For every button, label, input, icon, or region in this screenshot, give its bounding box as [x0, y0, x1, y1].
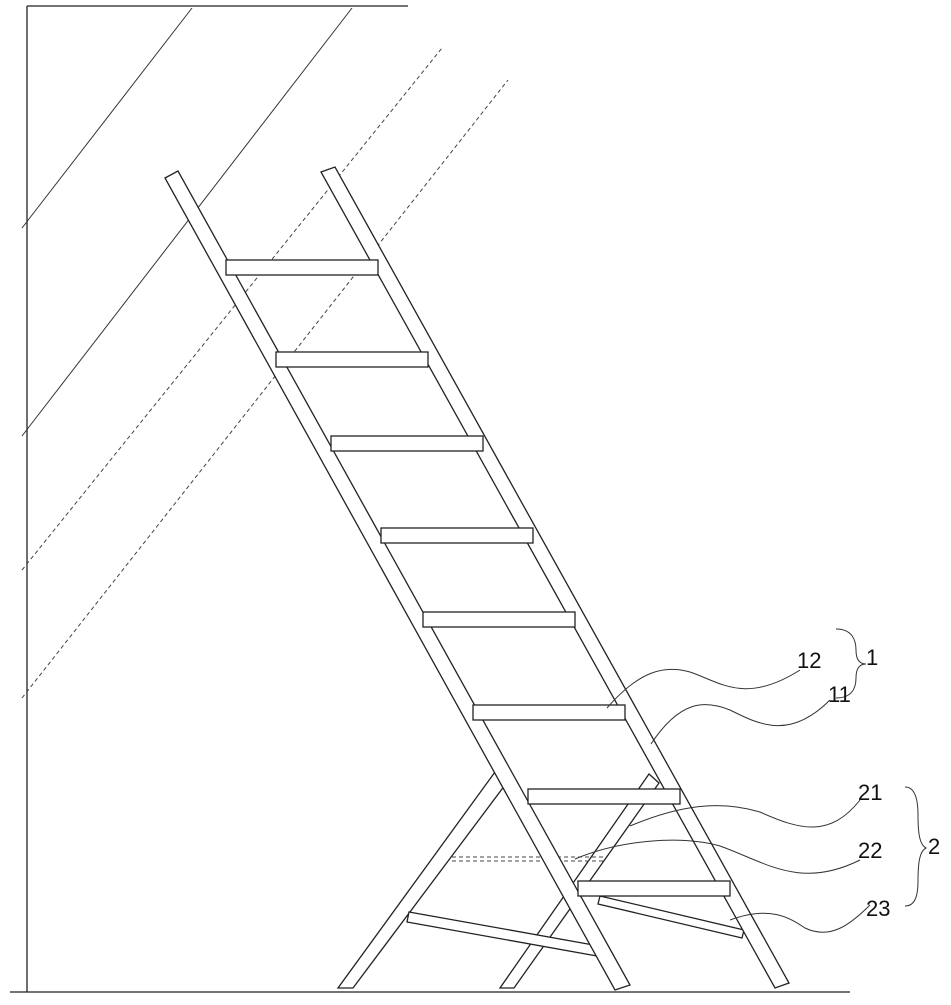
step-plate [380, 527, 534, 544]
hatch-line [21, 7, 353, 437]
wall-hatching [21, 7, 509, 699]
brace-group-2 [904, 786, 928, 907]
label-21: 21 [858, 780, 882, 805]
label-1: 1 [866, 645, 878, 670]
hatch-dashed-line [21, 47, 443, 571]
label-22: 22 [858, 838, 882, 863]
step-plate [330, 435, 484, 452]
label-11: 11 [828, 682, 851, 707]
step-plate [472, 704, 626, 721]
step-plate [422, 611, 576, 628]
leader-line [650, 699, 831, 745]
step-plate [527, 788, 681, 805]
label-23: 23 [866, 896, 890, 921]
step-plate [275, 351, 429, 368]
brace-bottom-right [597, 895, 745, 939]
label-12: 12 [797, 648, 821, 673]
leader-line [606, 668, 801, 709]
leader-line [629, 799, 861, 828]
hatch-line [21, 7, 193, 229]
label-2: 2 [928, 834, 940, 859]
rear-leg-left [336, 771, 509, 989]
ladder-rail-left [164, 170, 631, 991]
ladder-steps [225, 259, 731, 897]
hatch-dashed-line [21, 79, 509, 699]
ground-and-wall [10, 5, 850, 993]
support-frame [336, 771, 745, 989]
step-plate [577, 880, 731, 897]
leader-line [729, 904, 871, 933]
reference-numerals: 12 11 1 21 22 23 2 [797, 645, 940, 921]
brace-group-1 [835, 628, 867, 699]
ladder-rails [164, 166, 790, 991]
brace-bottom-left [406, 911, 600, 957]
leader-line [574, 839, 861, 874]
step-plate [225, 259, 379, 276]
leader-lines [574, 668, 871, 933]
